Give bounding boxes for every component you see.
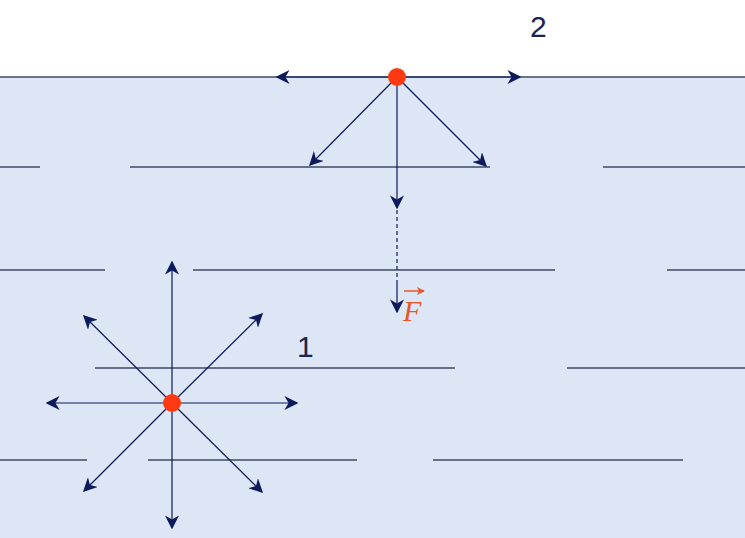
force-arrows [47,77,520,528]
vector-sign [404,290,424,292]
liquid [0,77,745,538]
callout-number: 2 [530,12,547,42]
molecule [163,394,181,412]
molecule [388,68,406,86]
layer-lines [0,77,745,460]
callout-number: 1 [297,332,314,362]
force-label: F [403,296,421,326]
